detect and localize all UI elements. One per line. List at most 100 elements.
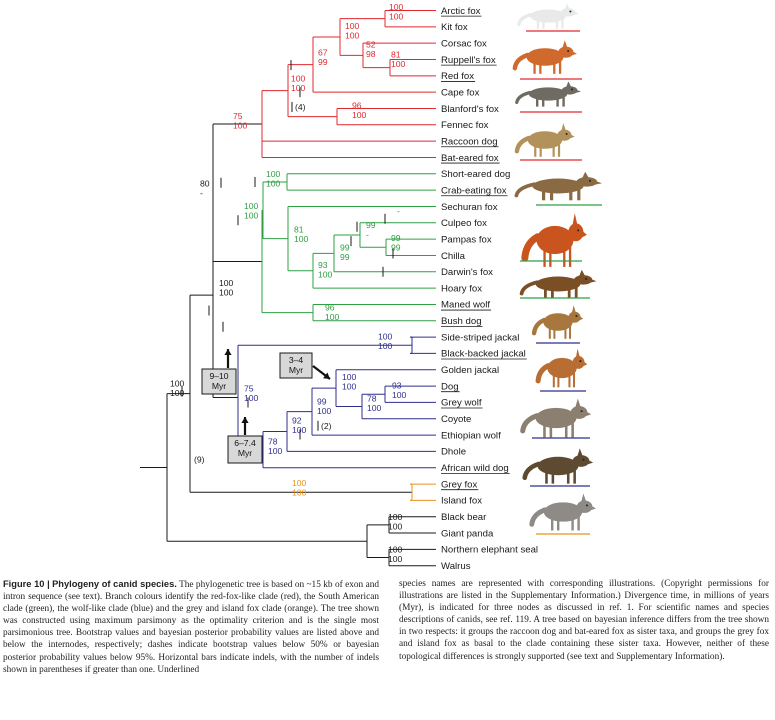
bush-dog-icon [519,269,597,299]
bat-eared-fox-icon [514,123,575,157]
animal-tail [531,317,547,336]
animal-leg [557,516,560,531]
animal-ear [564,3,570,10]
crab-eating-fox-icon [514,171,602,201]
animal-head [568,223,584,242]
animal-body [535,276,581,292]
bootstrap-value: 100 [388,512,403,522]
taxon-label: Grey wolf [441,398,482,409]
taxon-label: Giant panda [441,528,494,539]
animal-tail [521,233,542,262]
bootstrap-value: - [397,206,400,216]
jackal-icon [531,305,584,339]
posterior-value: 99 [391,242,401,252]
bootstrap-value: 78 [268,437,278,447]
grey-wolf-illustration [520,398,592,438]
animal-body [526,48,564,66]
animal-leg [536,97,539,107]
animal-tail [522,461,542,481]
animal-ear [566,81,572,88]
animal-leg [568,372,571,388]
taxon-label: Golden jackal [441,365,499,376]
figure-caption: Figure 10 | Phylogeny of canid species. … [3,578,771,718]
animal-leg [558,61,562,74]
bootstrap-value: 99 [317,397,327,407]
animal-leg [534,144,537,157]
posterior-value: 100 [388,521,403,531]
taxon-label: Kit fox [441,22,468,33]
animal-tail [529,507,548,527]
animal-leg [542,19,545,29]
animal-leg [543,422,546,438]
animal-leg [551,470,555,484]
animal-snout [584,410,592,417]
bootstrap-value: 80 [200,179,210,189]
animal-body [528,87,568,101]
divergence-time-unit: Myr [238,448,252,458]
posterior-value: 100 [317,406,332,416]
boxer-dog-icon [535,348,588,388]
animal-ear [582,171,590,179]
animal-leg [557,372,560,388]
animal-tail [514,182,536,198]
crab-eating-fox-illustration [514,171,602,201]
animal-leg [571,516,574,531]
caption-right-text: species names are represented with corre… [399,579,769,662]
animal-leg [573,372,576,388]
animal-ear [572,213,578,226]
posterior-value: 99 [340,252,350,262]
animal-leg [567,287,571,299]
taxon-label: Arctic fox [441,6,481,17]
posterior-value: 100 [292,488,307,498]
taxon-label: Darwin's fox [441,267,493,278]
animal-snout [574,89,581,94]
posterior-value: 100 [378,341,393,351]
bootstrap-value: 75 [244,383,254,393]
posterior-value: - [366,230,369,240]
bootstrap-value: 100 [345,21,360,31]
caption-left-column: Figure 10 | Phylogeny of canid species. … [3,578,379,676]
animal-eye [569,10,572,13]
posterior-value: 100 [342,382,357,392]
posterior-value: 100 [388,554,403,564]
animal-leg [557,144,561,157]
posterior-value: 99 [318,57,328,67]
animal-snout [588,278,597,283]
animal-snout [586,459,594,465]
bootstrap-value: 93 [318,260,328,270]
animal-leg [574,287,578,299]
animal-head [572,455,590,467]
animal-body [535,407,577,429]
divergence-arrow-head [323,372,330,379]
animal-head [560,8,576,17]
taxon-label: Black-backed jackal [441,349,526,360]
animal-snout [572,11,579,16]
animal-leg [561,19,564,29]
animal-body [532,178,584,194]
posterior-value: 100 [294,234,309,244]
bat-eared-fox-illustration [514,123,575,157]
animal-leg [566,470,570,484]
bootstrap-value: 99 [366,220,376,230]
posterior-value: 100 [345,31,360,41]
animal-leg [555,19,559,29]
bootstrap-value: 100 [378,331,393,341]
animal-head [572,356,585,369]
posterior-value: 100 [244,210,259,220]
animal-body [537,456,579,476]
divergence-box-bg [279,352,313,379]
bootstrap-value: 52 [366,39,376,49]
animal-leg [553,326,556,339]
animal-leg [542,189,546,201]
animal-eye [586,504,588,507]
animal-head [568,311,581,323]
maned-wolf-illustration [521,213,587,267]
animal-leg [556,97,559,107]
animal-leg [550,189,554,201]
animal-leg [553,61,556,74]
grey-fox-icon [529,493,596,531]
bootstrap-value: 100 [266,169,281,179]
animal-leg [577,189,581,201]
